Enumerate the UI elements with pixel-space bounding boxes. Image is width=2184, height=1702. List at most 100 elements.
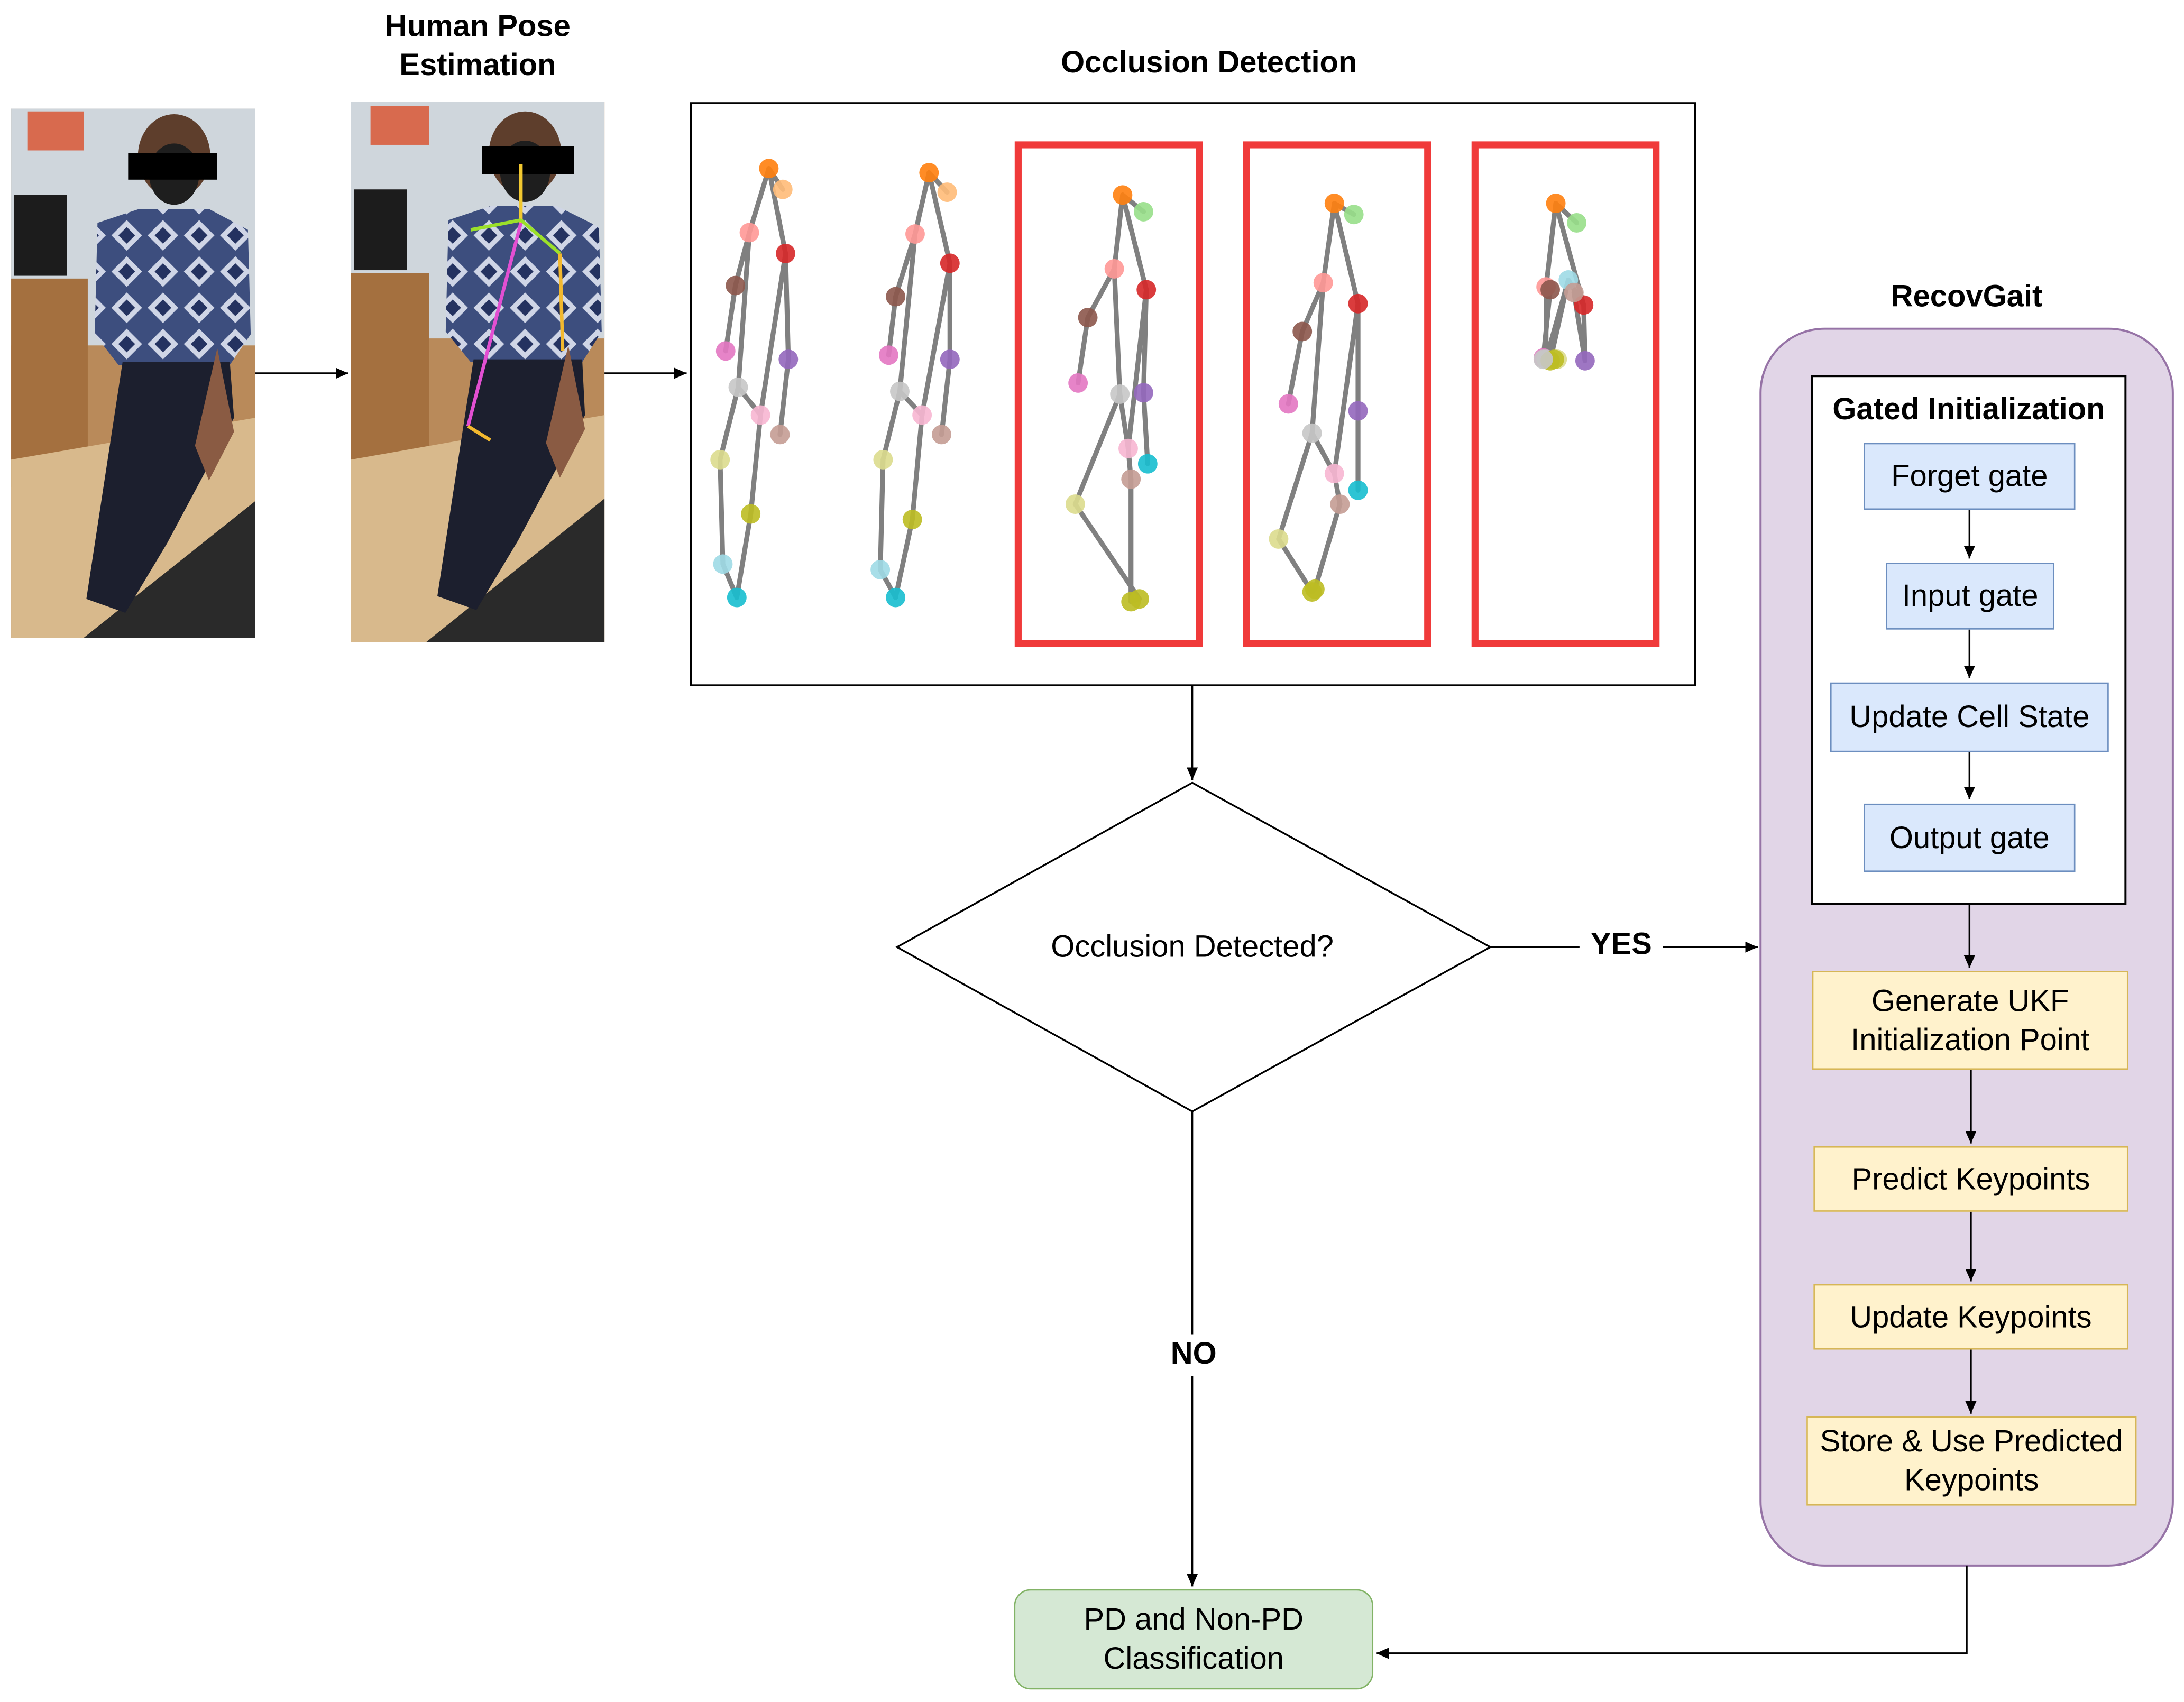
skeleton-joint bbox=[873, 449, 893, 470]
skeleton-joint bbox=[905, 224, 925, 244]
skeleton-joint bbox=[1118, 438, 1138, 458]
skeleton-joint bbox=[1302, 423, 1322, 443]
skeleton-joint bbox=[715, 341, 736, 361]
generate-ukf-box: Generate UKF Initialization Point bbox=[1812, 971, 2128, 1070]
skeleton-bone bbox=[748, 412, 763, 517]
skeleton-bone bbox=[718, 384, 741, 462]
skeleton-joint bbox=[1078, 308, 1098, 328]
occlusion-frame-4 bbox=[1243, 141, 1431, 647]
skeleton-bone bbox=[926, 170, 952, 266]
skeleton-joint bbox=[878, 345, 898, 365]
skeleton-joint bbox=[932, 425, 951, 445]
skeleton-joint bbox=[1113, 185, 1133, 205]
skeleton-bone bbox=[893, 517, 915, 600]
skeleton-joint bbox=[1121, 592, 1141, 612]
gated-initialization-title: Gated Initialization bbox=[1832, 391, 2105, 427]
skeleton-bone bbox=[886, 294, 898, 358]
skeleton-joint bbox=[1278, 394, 1298, 414]
skeleton-bone bbox=[734, 511, 754, 600]
skeleton-bone bbox=[747, 166, 772, 235]
skeleton-joint bbox=[1533, 349, 1553, 370]
skeleton-bone bbox=[777, 357, 791, 437]
skeleton-joint bbox=[1348, 401, 1368, 421]
skeleton-frame-1 bbox=[710, 159, 799, 608]
skeleton-frames bbox=[710, 159, 1595, 612]
no-label: NO bbox=[1161, 1334, 1226, 1374]
skeleton-bone bbox=[1120, 192, 1149, 292]
skeleton-bone bbox=[723, 283, 738, 354]
skeleton-joint bbox=[890, 381, 910, 401]
skeleton-joint bbox=[741, 504, 761, 524]
update-keypoints-box: Update Keypoints bbox=[1813, 1284, 2128, 1350]
skeleton-joint bbox=[886, 287, 906, 307]
skeleton-bone bbox=[758, 251, 788, 418]
skeleton-bone bbox=[1276, 430, 1315, 542]
forget-gate-box: Forget gate bbox=[1864, 443, 2076, 510]
skeleton-joint bbox=[1344, 205, 1364, 225]
skeleton-bone bbox=[1544, 200, 1558, 290]
skeleton-bone bbox=[878, 457, 886, 572]
skeleton-joint bbox=[713, 554, 733, 574]
skeleton-joint bbox=[1121, 469, 1141, 489]
skeleton-bone bbox=[912, 170, 932, 237]
skeleton-joint bbox=[1133, 383, 1153, 403]
yes-label: YES bbox=[1579, 925, 1663, 964]
skeleton-bone bbox=[1320, 200, 1337, 286]
skeleton-joint bbox=[776, 243, 795, 263]
skeleton-joint bbox=[726, 275, 746, 296]
skeleton-bone bbox=[766, 166, 788, 256]
skeleton-joint bbox=[1136, 280, 1157, 300]
skeleton-frame-3 bbox=[1065, 185, 1158, 612]
skeleton-joint bbox=[1305, 579, 1325, 599]
skeleton-bone bbox=[1332, 200, 1361, 306]
skeleton-joint bbox=[750, 405, 770, 425]
skeleton-bone bbox=[718, 457, 726, 567]
skeleton-joint bbox=[1133, 201, 1153, 222]
occlusion-panel bbox=[690, 102, 1696, 686]
skeleton-joint bbox=[773, 179, 793, 199]
skeleton-joint bbox=[1292, 321, 1313, 342]
classification-box: PD and Non-PD Classification bbox=[1014, 1589, 1374, 1690]
input-gate-box: Input gate bbox=[1886, 563, 2055, 630]
skeleton-bone bbox=[1332, 301, 1361, 476]
skeleton-joint bbox=[1324, 464, 1344, 484]
skeleton-frame-2 bbox=[870, 163, 960, 608]
output-gate-box: Output gate bbox=[1864, 803, 2076, 872]
skeleton-bone bbox=[1112, 266, 1123, 397]
skeleton-joint bbox=[1110, 384, 1130, 404]
update-cell-state-box: Update Cell State bbox=[1830, 682, 2109, 752]
skeleton-joint bbox=[1540, 280, 1560, 300]
skeleton-bone bbox=[1309, 280, 1326, 436]
skeleton-joint bbox=[728, 377, 748, 397]
skeleton-joint bbox=[710, 449, 730, 470]
decision-question: Occlusion Detected? bbox=[1051, 929, 1334, 964]
skeleton-joint bbox=[870, 559, 891, 579]
skeleton-bone bbox=[1312, 501, 1343, 592]
pose-estimation-photo bbox=[351, 102, 605, 642]
skeleton-joint bbox=[940, 349, 960, 370]
skeleton-bone bbox=[897, 231, 918, 394]
skeleton-bone bbox=[920, 261, 952, 418]
skeleton-bone bbox=[880, 389, 903, 462]
skeleton-joint bbox=[912, 405, 932, 425]
skeleton-joint bbox=[1324, 194, 1344, 214]
occlusion-frame-3 bbox=[1014, 141, 1203, 647]
input-photo bbox=[11, 108, 255, 638]
skeleton-bone bbox=[736, 230, 752, 390]
skeleton-joint bbox=[739, 223, 759, 243]
skeleton-bone bbox=[1072, 391, 1123, 507]
skeleton-joint bbox=[902, 510, 922, 529]
skeleton-joint bbox=[886, 587, 906, 608]
skeleton-joint bbox=[1546, 194, 1566, 214]
skeleton-joint bbox=[1104, 259, 1124, 279]
skeleton-joint bbox=[1330, 494, 1350, 514]
skeleton-bone bbox=[910, 412, 925, 522]
arrow-recovgait-to-classification bbox=[1376, 1565, 1968, 1659]
skeleton-bone bbox=[939, 357, 952, 437]
skeleton-bone bbox=[1276, 536, 1315, 595]
skeleton-joint bbox=[1065, 494, 1085, 514]
skeleton-joint bbox=[778, 349, 799, 370]
skeleton-frame-5 bbox=[1533, 194, 1595, 371]
skeleton-bone bbox=[783, 251, 791, 362]
